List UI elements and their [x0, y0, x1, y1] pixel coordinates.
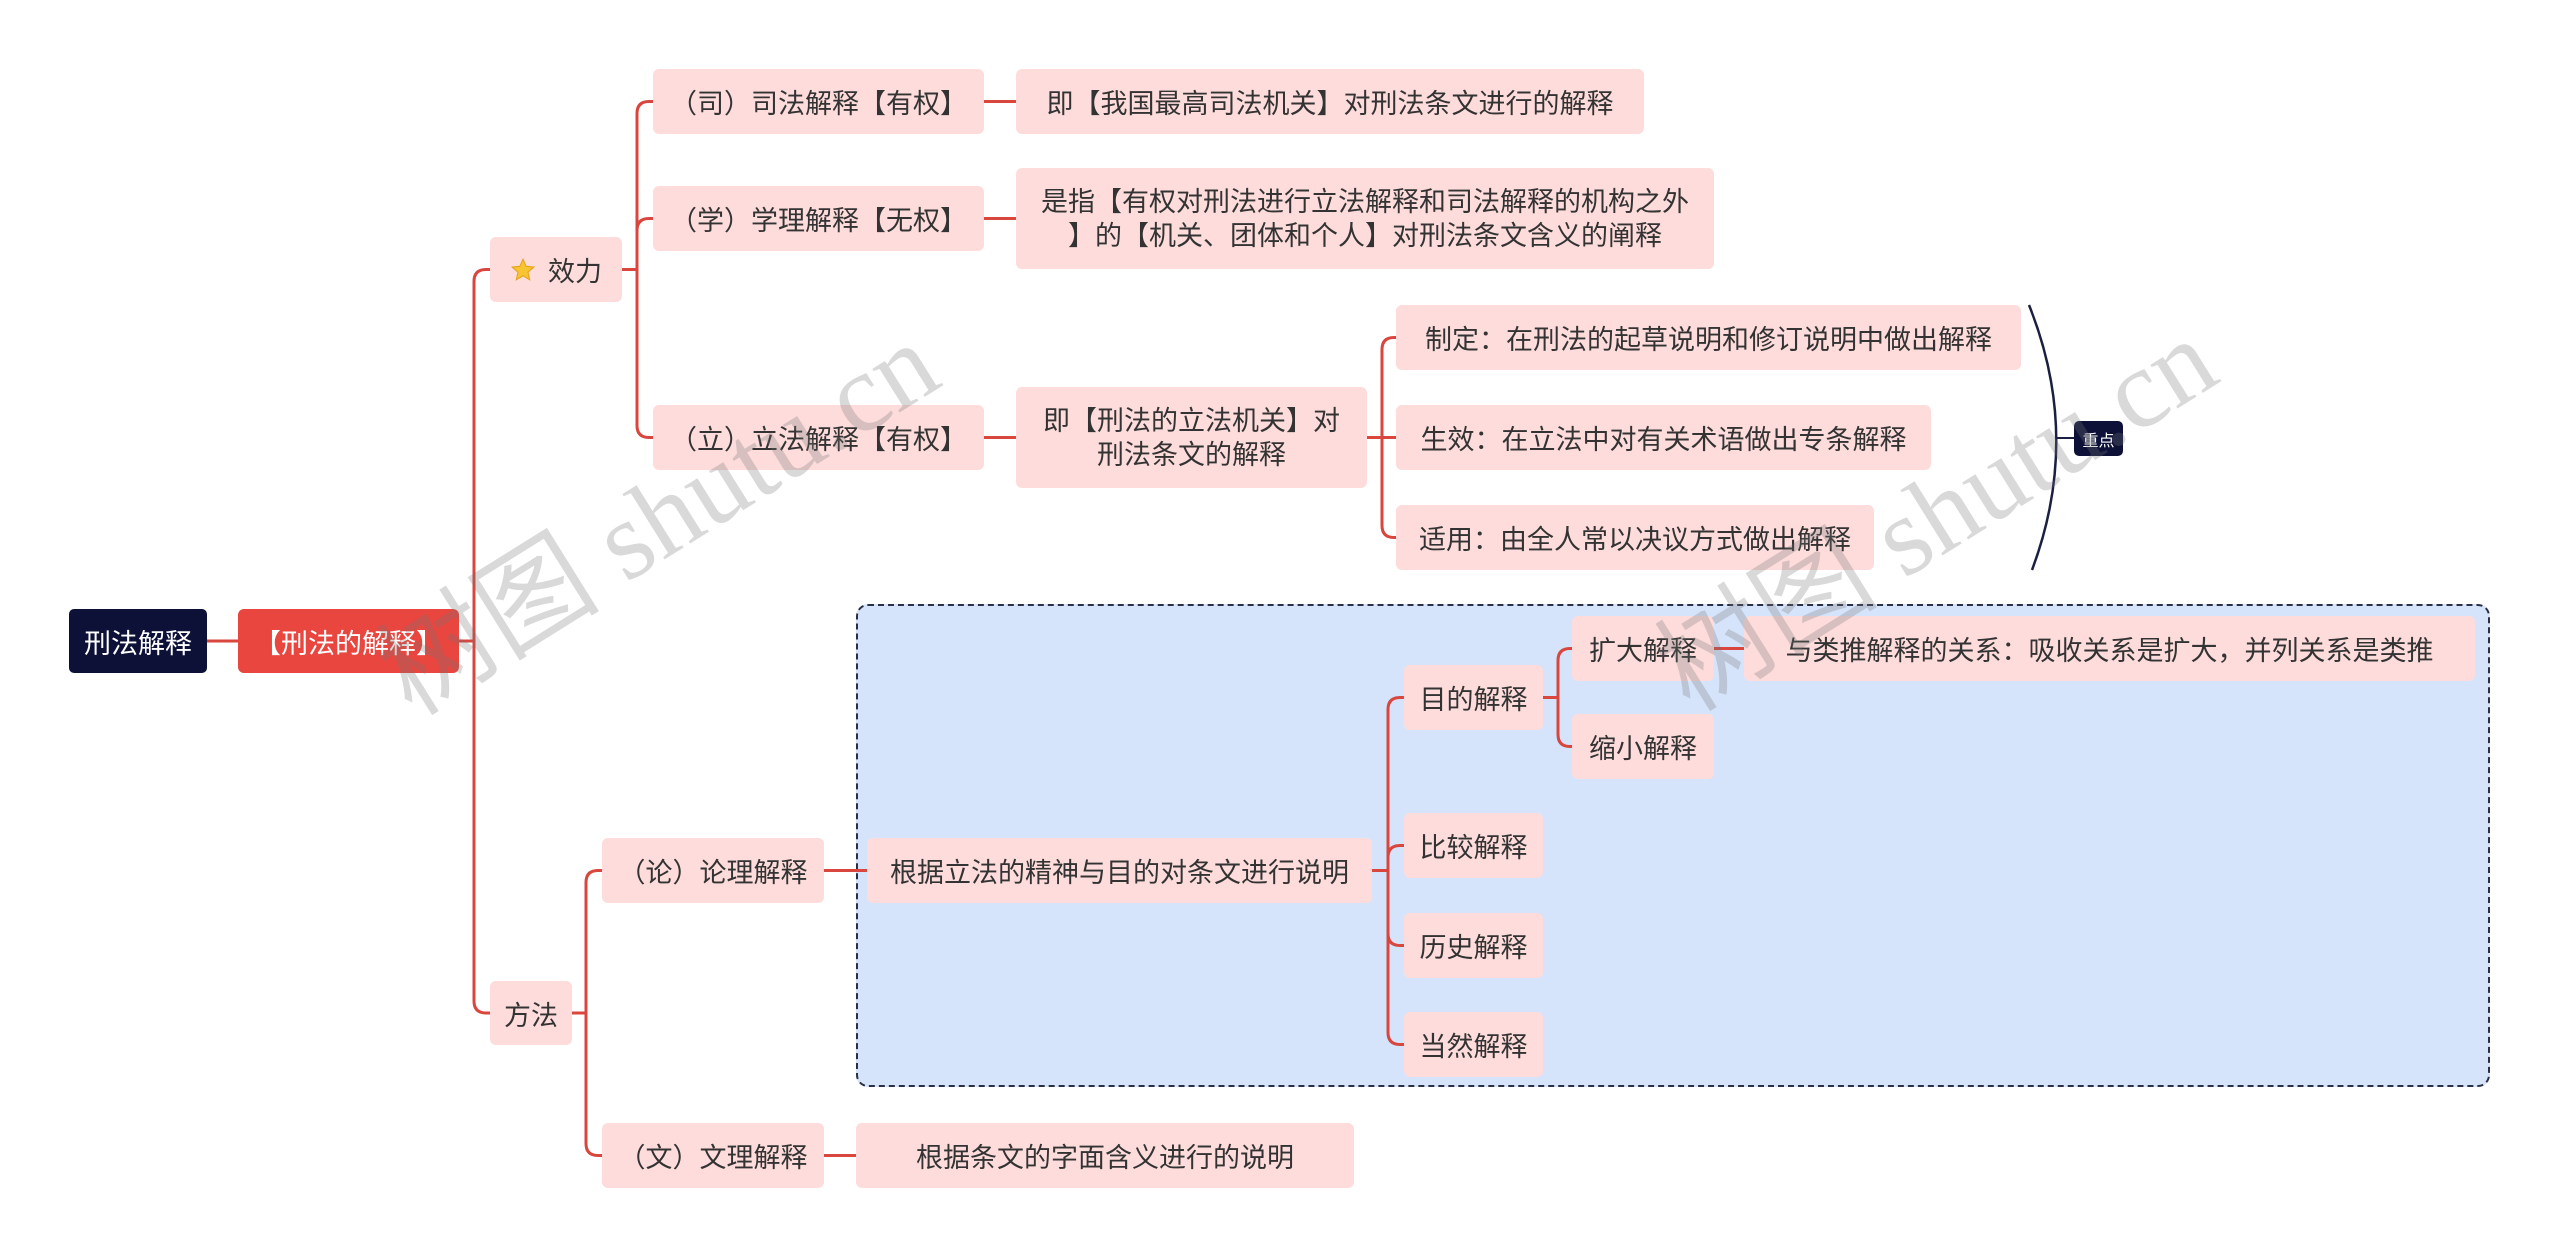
topic-history-interpretation[interactable]: 历史解释 — [1404, 913, 1543, 978]
connector-line — [459, 639, 490, 1015]
connector-line — [1543, 696, 1572, 748]
connector-line — [1372, 869, 1404, 1046]
connector-line — [1372, 844, 1404, 872]
topic-effect-label: 效力 — [548, 257, 602, 287]
connector-line — [1543, 647, 1572, 699]
connector-line — [572, 869, 602, 1015]
root-topic[interactable]: 刑法解释 — [69, 609, 207, 673]
star-icon — [510, 257, 536, 283]
connector-line — [622, 217, 653, 271]
legislative-item-enact[interactable]: 制定：在刑法的起草说明和修订说明中做出解释 — [1396, 305, 2021, 370]
legislative-interpretation-detail[interactable]: 即【刑法的立法机关】对 刑法条文的解释 — [1016, 387, 1367, 488]
topic-literal-interpretation[interactable]: （文）文理解释 — [602, 1123, 824, 1188]
topic-purpose-interpretation[interactable]: 目的解释 — [1404, 665, 1543, 730]
legislative-item-apply[interactable]: 适用：由全人常以决议方式做出解释 — [1396, 505, 1874, 570]
connector-line — [1367, 336, 1396, 439]
topic-logical-interpretation[interactable]: （论）论理解释 — [602, 838, 824, 903]
academic-interpretation-detail[interactable]: 是指【有权对刑法进行立法解释和司法解释的机构之外 】的【机关、团体和个人】对刑法… — [1016, 168, 1714, 269]
topic-expand-interpretation[interactable]: 扩大解释 — [1572, 616, 1714, 681]
expand-interpretation-detail[interactable]: 与类推解释的关系：吸收关系是扩大，并列关系是类推 — [1744, 616, 2475, 681]
judicial-interpretation-detail[interactable]: 即【我国最高司法机关】对刑法条文进行的解释 — [1016, 69, 1644, 134]
topic-effect[interactable]: 效力 — [490, 237, 622, 302]
topic-academic-interpretation[interactable]: （学）学理解释【无权】 — [653, 186, 984, 251]
connector-line — [572, 1011, 602, 1157]
summary-label[interactable]: 重点 — [2074, 421, 2123, 456]
legislative-item-effective[interactable]: 生效：在立法中对有关术语做出专条解释 — [1396, 405, 1931, 470]
connector-line — [622, 268, 653, 439]
topic-method[interactable]: 方法 — [490, 981, 572, 1045]
logical-interpretation-detail[interactable]: 根据立法的精神与目的对条文进行说明 — [867, 838, 1372, 903]
literal-interpretation-detail[interactable]: 根据条文的字面含义进行的说明 — [856, 1123, 1354, 1188]
main-topic[interactable]: 【刑法的解释】 — [238, 609, 459, 673]
summary-bracket[interactable] — [2027, 304, 2058, 571]
connector-line — [622, 100, 653, 271]
connector-line — [1367, 436, 1396, 539]
topic-natural-interpretation[interactable]: 当然解释 — [1404, 1012, 1543, 1077]
topic-judicial-interpretation[interactable]: （司）司法解释【有权】 — [653, 69, 984, 134]
topic-legislative-interpretation[interactable]: （立）立法解释【有权】 — [653, 405, 984, 470]
topic-narrow-interpretation[interactable]: 缩小解释 — [1572, 714, 1714, 779]
topic-compare-interpretation[interactable]: 比较解释 — [1404, 813, 1543, 878]
connector-line — [459, 268, 490, 643]
connector-line — [1372, 696, 1404, 872]
